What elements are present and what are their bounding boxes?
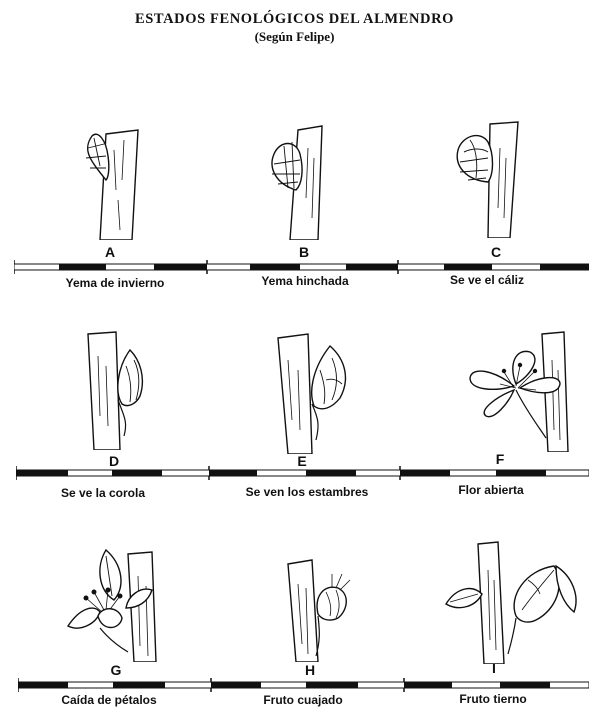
stage-g-caption: Caída de pétalos [34,693,184,707]
stage-f-illustration [464,330,589,452]
stage-b-letter: B [284,244,324,260]
stage-c-illustration [448,118,528,238]
stage-i-caption: Fruto tierno [418,692,568,706]
stage-c-letter: C [476,244,516,260]
stage-b-caption: Yema hinchada [230,274,380,288]
diagram-title: ESTADOS FENOLÓGICOS DEL ALMENDRO [0,11,589,28]
stage-e-letter: E [282,453,322,469]
stage-i-illustration [442,540,587,664]
stage-h-caption: Fruto cuajado [228,693,378,707]
stage-b-illustration [262,118,342,240]
stage-d-caption: Se ve la corola [28,486,178,500]
stage-g-illustration [56,546,166,662]
stage-a-letter: A [90,244,130,260]
diagram-subtitle: (Según Felipe) [0,29,589,45]
stage-d-letter: D [94,453,134,469]
stage-i-letter: I [474,660,514,676]
stage-d-illustration [84,326,164,450]
stage-f-caption: Flor abierta [416,483,566,497]
stage-g-letter: G [96,662,136,678]
stage-f-letter: F [480,451,520,467]
stage-h-letter: H [290,662,330,678]
stage-a-caption: Yema de invierno [40,276,190,290]
stage-e-caption: Se ven los estambres [222,485,392,499]
stage-a-illustration [70,120,150,240]
stage-c-caption: Se ve el cáliz [412,273,562,287]
stage-h-illustration [276,544,366,662]
stage-e-illustration [274,330,354,454]
